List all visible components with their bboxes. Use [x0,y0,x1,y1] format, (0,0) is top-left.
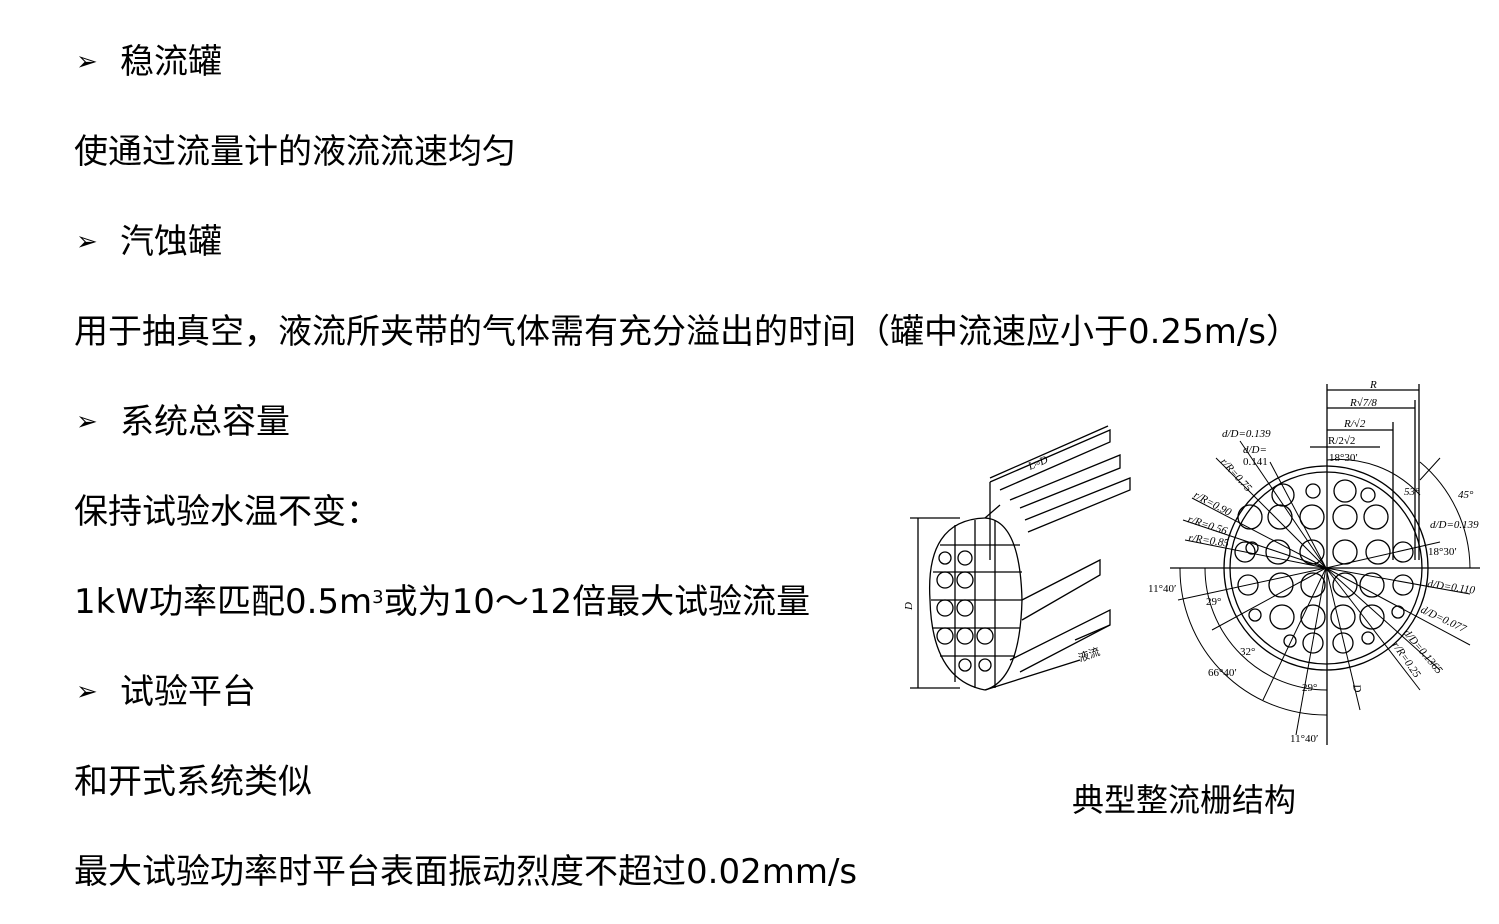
svg-text:32°: 32° [1240,646,1255,658]
svg-text:R√7/8: R√7/8 [1349,397,1377,409]
svg-text:R/2√2: R/2√2 [1328,435,1355,447]
capacity-before: 1kW功率匹配0.5m [74,582,373,622]
capacity-after: 或为10～12倍最大试验流量 [383,582,811,622]
svg-text:18°30′: 18°30′ [1428,546,1457,558]
svg-text:11°40′: 11°40′ [1148,583,1176,595]
svg-text:18°30′: 18°30′ [1329,452,1358,464]
arrow-bullet-icon: ➢ [76,407,98,437]
body-text: 使通过流量计的液流流速均匀 [74,132,516,172]
section-heading: 汽蚀罐 [120,222,222,262]
svg-text:D: D [1350,682,1363,693]
circular-straightener-drawing [1170,384,1480,745]
svg-text:r/R=0.90: r/R=0.90 [1192,489,1234,519]
diameter-label: D [903,602,915,611]
svg-text:d/D=0.139: d/D=0.139 [1222,428,1271,440]
body-text: 保持试验水温不变： [74,492,380,532]
svg-text:29°: 29° [1206,596,1221,608]
svg-text:53°: 53° [1404,486,1420,498]
figure-caption: 典型整流栅结构 [1072,781,1297,819]
body-text: 最大试验功率时平台表面振动烈度不超过0.02mm/s [74,852,858,892]
leader-lines [1177,440,1471,736]
capacity-superscript: 3 [372,587,384,608]
svg-text:d/D=: d/D= [1243,444,1267,456]
arrow-bullet-icon: ➢ [76,227,98,257]
section-heading: 稳流罐 [120,42,222,82]
honeycomb-straightener-drawing [910,425,1131,691]
svg-text:d/D=0.139: d/D=0.139 [1430,519,1479,531]
svg-text:r/R=0.85: r/R=0.85 [1188,532,1230,550]
svg-text:0.141: 0.141 [1243,456,1268,468]
section-heading: 试验平台 [120,672,256,712]
svg-text:29°: 29° [1302,682,1317,694]
section-heading: 系统总容量 [120,402,290,442]
svg-text:45°: 45° [1458,489,1474,501]
flow-straightener-figure: L≈D D 液流 [903,379,1480,745]
svg-text:66°40′: 66°40′ [1208,667,1237,679]
capacity-text: 1kW功率匹配0.5m3或为10～12倍最大试验流量 [74,582,810,622]
body-text: 和开式系统类似 [74,762,312,802]
svg-text:R/√2: R/√2 [1343,418,1366,430]
flow-label: 液流 [1076,644,1101,665]
svg-text:d/D=0.110: d/D=0.110 [1427,578,1477,597]
arrow-bullet-icon: ➢ [76,677,98,707]
body-text: 用于抽真空，液流所夹带的气体需有充分溢出的时间（罐中流速应小于0.25m/s） [74,312,1300,352]
svg-text:11°40′: 11°40′ [1290,733,1318,745]
svg-text:R: R [1369,379,1377,391]
arrow-bullet-icon: ➢ [76,47,98,77]
